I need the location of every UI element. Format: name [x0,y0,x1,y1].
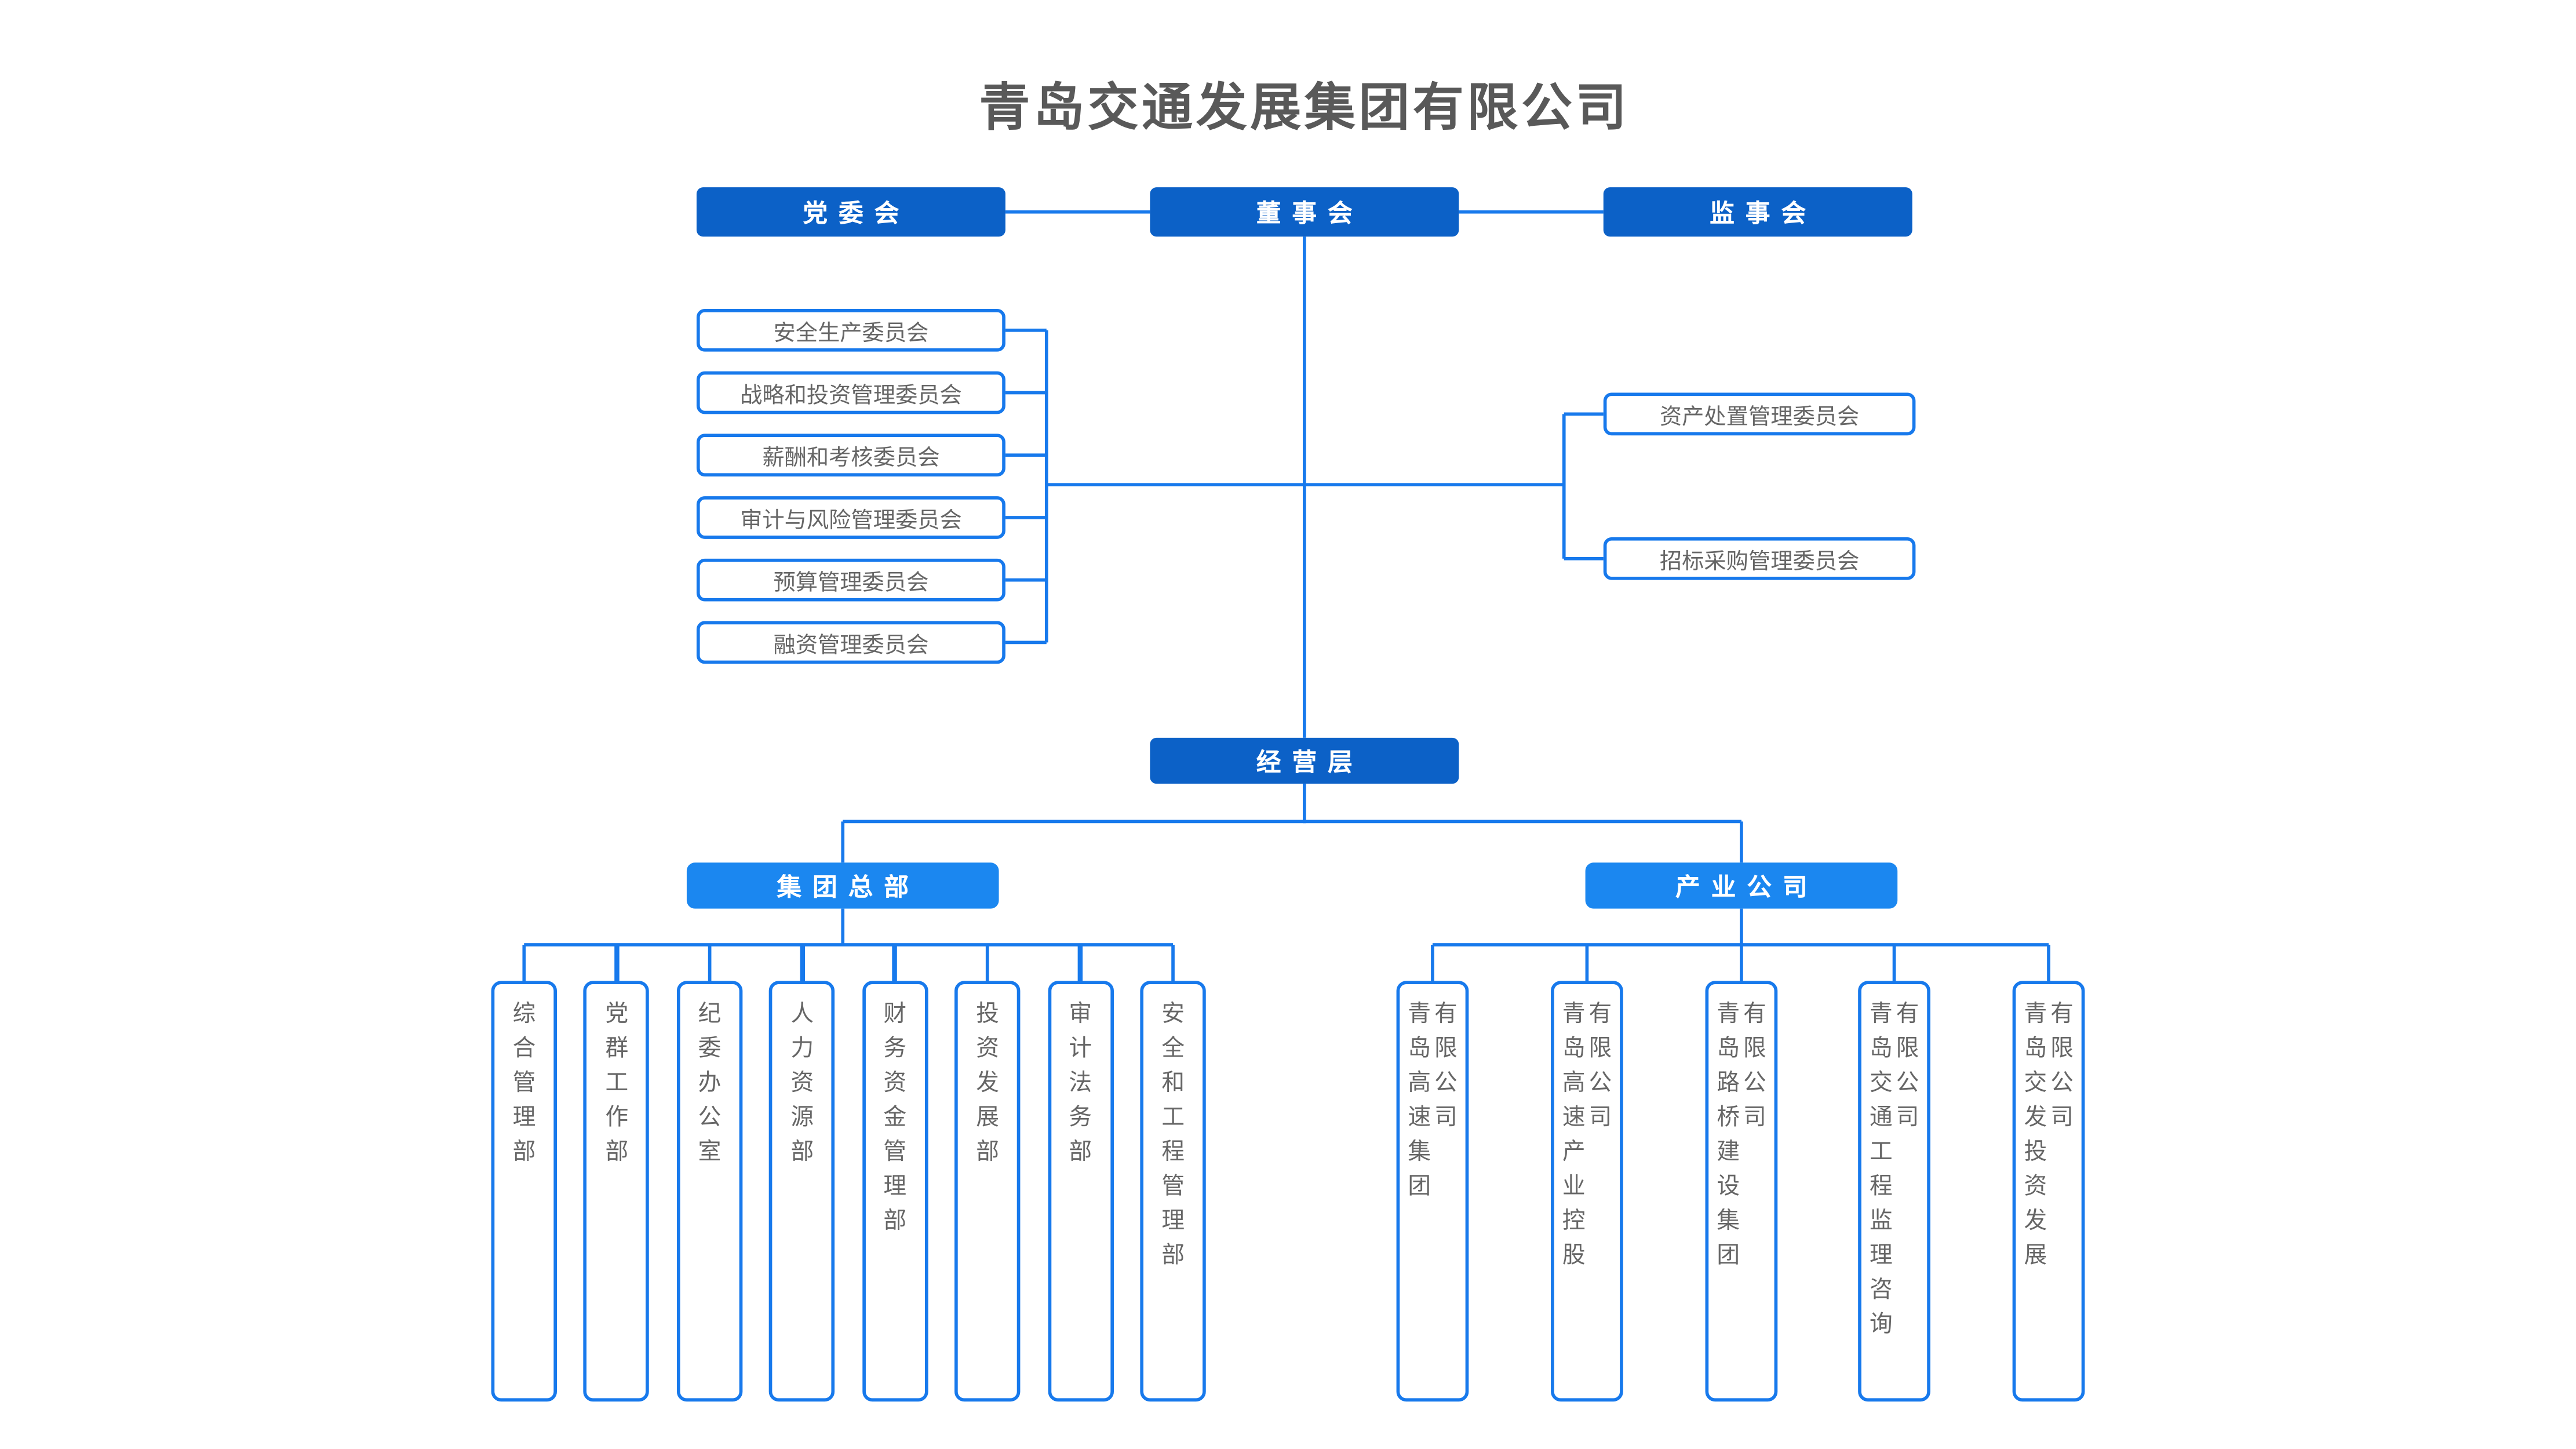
node-committee: 审计与风险管理委员会 [696,496,1005,539]
node-label: 薪酬和考核委员会 [762,445,940,470]
connector-line [1005,210,1150,214]
connector-line [1459,210,1604,214]
node-supervisory-board: 监事会 [1603,187,1912,237]
subsidiary-name: 青岛高速集团 [1406,1000,1433,1208]
connector-line [1005,640,1047,645]
connector-line [1046,482,1564,487]
connector-line [1005,453,1047,457]
connector-line [840,908,845,945]
connector-line [892,945,897,983]
connector-line [1302,784,1307,824]
node-label: 审计与风险管理委员会 [740,507,962,533]
node-subsidiary: 青岛高速集团 有限公司 [1396,981,1469,1402]
node-committee: 融资管理委员会 [696,621,1005,664]
connector-line [1044,330,1049,643]
node-label: 党群工作部 [603,1000,630,1174]
subsidiary-suffix: 有限公司 [1433,1000,1459,1139]
connector-line [840,821,845,863]
node-label: 综合管理部 [511,1000,538,1174]
node-label: 财务资金管理部 [881,1000,908,1243]
connector-line [1171,945,1175,983]
node-subsidiary: 青岛路桥建设集团 有限公司 [1705,981,1778,1402]
node-label: 资产处置管理委员会 [1659,404,1860,429]
node-label: 经营层 [1256,748,1364,777]
node-label: 董事会 [1256,199,1364,228]
page-title: 青岛交通发展集团有限公司 [979,79,1630,137]
connector-line [1430,945,1435,983]
connector-line [614,945,619,983]
node-department: 人力资源部 [769,981,835,1402]
node-committee: 预算管理委员会 [696,558,1005,602]
node-label: 安全生产委员会 [773,320,929,345]
node-label: 预算管理委员会 [773,570,929,595]
node-label: 融资管理委员会 [773,632,929,657]
connector-line [1584,945,1589,983]
node-board-of-directors: 董事会 [1150,187,1459,237]
subsidiary-name: 青岛高速产业控股 [1561,1000,1587,1277]
node-management-layer: 经营层 [1150,737,1459,784]
connector-line [524,942,1174,947]
node-department: 综合管理部 [491,981,557,1402]
connector-line [1564,556,1604,561]
node-department: 党群工作部 [584,981,650,1402]
connector-line [1005,328,1047,333]
node-department: 审计法务部 [1047,981,1113,1402]
node-label: 产业公司 [1675,873,1819,901]
node-label: 战略和投资管理委员会 [740,383,962,408]
subsidiary-name: 青岛交发投资发展 [2022,1000,2049,1277]
connector-line [2046,945,2051,983]
node-subsidiary: 青岛高速产业控股 有限公司 [1551,981,1623,1402]
node-department: 投资发展部 [954,981,1021,1402]
node-committee: 战略和投资管理委员会 [696,371,1005,414]
subsidiary-suffix: 有限公司 [1894,1000,1921,1139]
node-label: 投资发展部 [974,1000,1001,1174]
node-group-hq: 集团总部 [686,862,999,909]
node-label: 集团总部 [777,873,920,901]
node-label: 人力资源部 [789,1000,816,1174]
connector-line [1078,945,1083,983]
connector-line [1005,515,1047,520]
connector-line [1562,414,1566,559]
node-department: 财务资金管理部 [862,981,928,1402]
node-label: 招标采购管理委员会 [1659,548,1860,574]
node-department: 纪委办公室 [676,981,743,1402]
node-subsidiary: 青岛交发投资发展 有限公司 [2012,981,2085,1402]
subsidiary-suffix: 有限公司 [1587,1000,1614,1139]
connector-line [1564,412,1604,416]
node-committee: 薪酬和考核委员会 [696,434,1005,477]
node-subsidiary: 青岛交通工程监理咨询 有限公司 [1858,981,1930,1402]
connector-line [707,945,712,983]
node-label: 党委会 [803,199,910,228]
node-committee: 资产处置管理委员会 [1603,392,1916,436]
connector-line [1005,390,1047,395]
connector-line [843,819,1741,824]
subsidiary-name: 青岛路桥建设集团 [1715,1000,1741,1277]
connector-line [1892,945,1897,983]
connector-line [800,945,804,983]
connector-line [1739,945,1744,983]
connector-line [1005,578,1047,582]
node-committee: 安全生产委员会 [696,308,1005,352]
node-label: 安全和工程管理部 [1160,1000,1186,1277]
node-label: 纪委办公室 [696,1000,723,1174]
node-department: 安全和工程管理部 [1140,981,1206,1402]
connector-line [1739,821,1744,863]
node-label: 审计法务部 [1067,1000,1094,1174]
subsidiary-name: 青岛交通工程监理咨询 [1868,1000,1894,1346]
node-party-committee: 党委会 [696,187,1005,237]
connector-line [522,945,526,983]
connector-line [1302,236,1307,738]
node-industry-companies: 产业公司 [1585,862,1898,909]
subsidiary-suffix: 有限公司 [1741,1000,1768,1139]
connector-line [985,945,990,983]
connector-line [1739,908,1744,945]
node-committee: 招标采购管理委员会 [1603,537,1916,580]
node-label: 监事会 [1710,199,1817,228]
subsidiary-suffix: 有限公司 [2049,1000,2075,1139]
